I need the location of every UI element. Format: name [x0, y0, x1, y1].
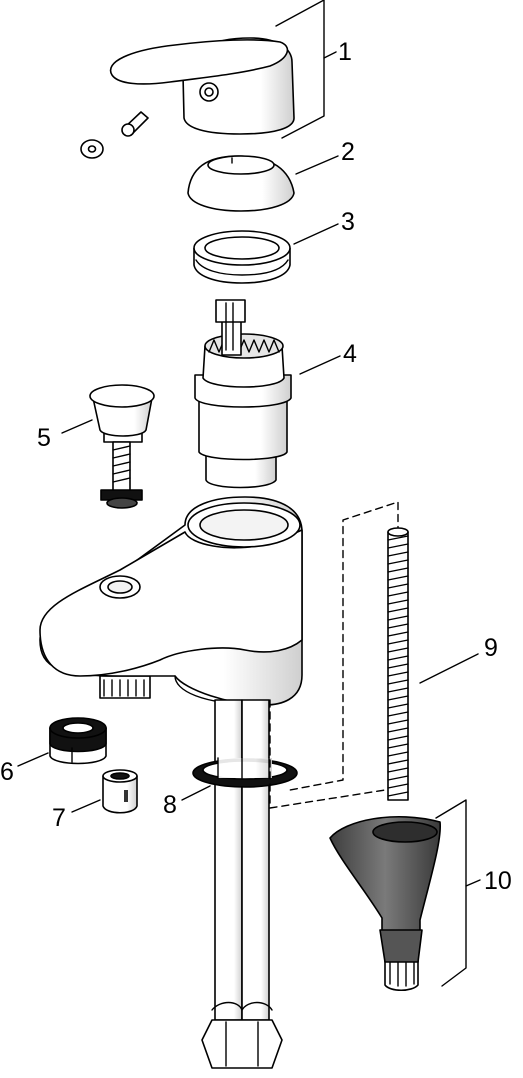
part-2-cover-cap — [187, 155, 295, 212]
leader-2 — [295, 155, 339, 175]
bracket-10 — [435, 799, 467, 987]
washer — [80, 139, 104, 159]
part-1-lever-handle — [109, 37, 295, 135]
leader-4 — [299, 355, 341, 375]
callout-3: 3 — [341, 208, 355, 236]
supply-hoses — [201, 699, 283, 1069]
callout-4: 4 — [343, 340, 357, 368]
callout-9: 9 — [484, 634, 498, 662]
part-4-cartridge — [194, 299, 292, 489]
callout-1: 1 — [338, 38, 352, 66]
part-6-aerator — [49, 717, 107, 765]
leader-1 — [323, 51, 337, 59]
leader-8 — [181, 785, 211, 801]
callout-8: 8 — [163, 791, 177, 819]
dashed-outline — [269, 501, 399, 809]
callout-2: 2 — [341, 138, 355, 166]
part-10-mounting-bracket — [329, 816, 442, 992]
leader-3 — [293, 223, 339, 245]
callout-6: 6 — [0, 758, 14, 786]
spout-body — [39, 496, 303, 706]
part-5-diverter — [89, 384, 155, 509]
leader-6 — [17, 752, 49, 767]
leader-7 — [71, 799, 101, 813]
leader-5 — [61, 419, 93, 434]
callout-5: 5 — [37, 424, 51, 452]
screw — [121, 111, 149, 137]
part-3-lock-nut — [193, 230, 291, 284]
part-9-threaded-rod — [387, 527, 409, 801]
leader-10 — [465, 879, 481, 887]
part-8-gasket — [192, 757, 298, 788]
part-7-aerator-insert — [102, 769, 138, 814]
callout-10: 10 — [484, 867, 512, 895]
leader-9 — [419, 653, 479, 684]
callout-7: 7 — [52, 804, 66, 832]
